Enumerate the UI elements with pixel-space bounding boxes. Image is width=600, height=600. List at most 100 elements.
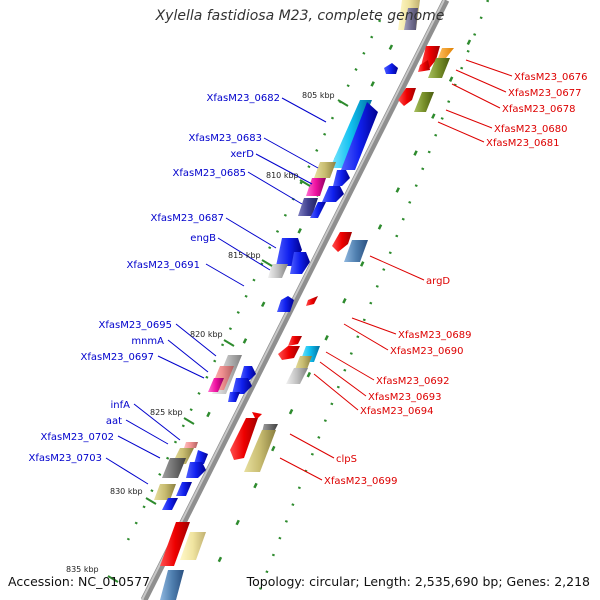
- gene-label[interactable]: XfasM23_0703: [28, 453, 102, 464]
- gene-label[interactable]: XfasM23_0690: [390, 346, 464, 357]
- gene-xfasm23-0681: [414, 92, 434, 112]
- gene-blue-large: [341, 102, 378, 170]
- kbp-label: 820 kbp: [190, 330, 223, 339]
- connector-xfasm23-0697: [157, 355, 205, 379]
- gene-label[interactable]: xerD: [230, 149, 254, 160]
- gene-blue-e: [290, 252, 310, 274]
- gene-label[interactable]: XfasM23_0676: [514, 72, 588, 83]
- connector-xfasm23-0680: [445, 109, 493, 129]
- gene-xfasm23-0678: [428, 58, 450, 78]
- gene-red-tri: [252, 412, 262, 420]
- gene-blue-d: [310, 202, 326, 218]
- gene-label[interactable]: XfasM23_0691: [126, 260, 200, 271]
- connector-xfasm23-0676: [465, 59, 513, 77]
- gene-label[interactable]: XfasM23_0682: [206, 93, 280, 104]
- gene-label[interactable]: XfasM23_0695: [98, 320, 172, 331]
- kbp-tick: [107, 575, 119, 583]
- kbp-tick: [145, 497, 157, 505]
- genome-backbone: [140, 0, 450, 600]
- gene-bottom-red: [160, 522, 190, 566]
- connector-infa: [133, 403, 181, 441]
- inner-dot-track-right: [208, 39, 472, 581]
- connector-aat: [125, 419, 169, 445]
- connector-xfasm23-0683: [263, 137, 319, 169]
- gene-top-small-blue: [404, 8, 418, 30]
- gene-label[interactable]: XfasM23_0692: [376, 376, 450, 387]
- gene-infa: [184, 442, 198, 448]
- gene-label[interactable]: XfasM23_0677: [508, 88, 582, 99]
- kbp-label: 810 kbp: [266, 171, 299, 180]
- gene-xfasm23-0680: [398, 88, 416, 106]
- gene-bottom-steel: [160, 570, 184, 600]
- kbp-label: 825 kbp: [150, 408, 183, 417]
- connector-argd: [369, 255, 425, 281]
- connector-xfasm23-0694: [313, 373, 359, 411]
- gene-xfasm23-0690: [278, 346, 300, 360]
- connector-mnma: [167, 339, 209, 373]
- kbp-tick: [337, 99, 349, 107]
- gene-bottom-yellow: [180, 532, 206, 560]
- gene-label[interactable]: clpS: [336, 454, 357, 465]
- gene-label[interactable]: XfasM23_0699: [324, 476, 398, 487]
- kbp-tick: [223, 339, 235, 347]
- gene-blue-c: [322, 186, 344, 202]
- gene-label[interactable]: infA: [111, 400, 131, 411]
- gene-xerd: [306, 178, 326, 196]
- gene-blue-f: [277, 296, 294, 312]
- gene-label[interactable]: XfasM23_0702: [40, 432, 114, 443]
- gene-label[interactable]: aat: [106, 416, 122, 427]
- gene-label[interactable]: XfasM23_0693: [368, 392, 442, 403]
- gene-clps-large: [230, 418, 258, 460]
- gene-xfasm23-0685: [298, 198, 318, 216]
- gene-blue-i: [228, 392, 240, 402]
- gene-label[interactable]: argD: [426, 276, 450, 287]
- connector-clps: [289, 433, 335, 459]
- gene-xfasm23-0694: [286, 368, 308, 384]
- connector-xfasm23-0691: [205, 263, 245, 287]
- gene-features-minus: [230, 46, 454, 472]
- gene-label[interactable]: XfasM23_0683: [188, 133, 262, 144]
- connector-xfasm23-0689: [351, 317, 397, 335]
- connector-xfasm23-0677: [455, 69, 507, 93]
- genome-title: Xylella fastidiosa M23, complete genome: [155, 8, 445, 24]
- gene-features-plus: [154, 0, 420, 600]
- connector-xfasm23-0703: [105, 457, 149, 485]
- kbp-label: 835 kbp: [66, 565, 99, 574]
- kbp-label: 805 kbp: [302, 91, 335, 100]
- gene-argd: [332, 232, 352, 252]
- accession-text: Accession: NC_010577: [8, 574, 151, 589]
- outer-dot-track-left: [126, 19, 382, 541]
- gene-red-small-b: [306, 296, 318, 306]
- connector-xfasm23-0693: [319, 361, 367, 397]
- gene-blue-m: [162, 498, 178, 510]
- gene-blue-l: [176, 482, 192, 496]
- gene-label[interactable]: XfasM23_0685: [172, 168, 246, 179]
- connector-xfasm23-0681: [437, 121, 485, 143]
- gene-label[interactable]: XfasM23_0697: [80, 352, 154, 363]
- gene-label[interactable]: mnmA: [131, 336, 164, 347]
- gene-label[interactable]: engB: [190, 233, 216, 244]
- gene-label[interactable]: XfasM23_0680: [494, 124, 568, 135]
- gene-label[interactable]: XfasM23_0687: [150, 213, 224, 224]
- gene-label[interactable]: XfasM23_0689: [398, 330, 472, 341]
- connector-xfasm23-0685: [247, 171, 303, 205]
- gene-steel-a: [344, 240, 368, 262]
- plus-strand-labels: XfasM23_0682 XfasM23_0683 xerD XfasM23_0…: [28, 93, 280, 464]
- connector-xfasm23-0699: [279, 457, 323, 481]
- gene-xfasm23-0697: [208, 378, 224, 392]
- kbp-scale: 805 kbp 810 kbp 815 kbp 820 kbp 825 kbp …: [66, 91, 349, 583]
- kbp-label: 815 kbp: [228, 251, 261, 260]
- connector-xfasm23-0690: [343, 323, 389, 351]
- kbp-tick: [183, 417, 195, 425]
- minus-strand-labels: XfasM23_0676 XfasM23_0677 XfasM23_0678 X…: [324, 72, 588, 487]
- gene-xfasm23-0699: [244, 430, 276, 472]
- kbp-tick: [299, 179, 311, 187]
- gene-label[interactable]: XfasM23_0681: [486, 138, 560, 149]
- gene-label[interactable]: XfasM23_0694: [360, 406, 434, 417]
- connector-xfasm23-0692: [325, 351, 375, 381]
- gene-label[interactable]: XfasM23_0678: [502, 104, 576, 115]
- connector-xfasm23-0682: [281, 97, 327, 123]
- gene-xfasm23-0683: [314, 162, 336, 178]
- gene-blue-h: [232, 378, 252, 394]
